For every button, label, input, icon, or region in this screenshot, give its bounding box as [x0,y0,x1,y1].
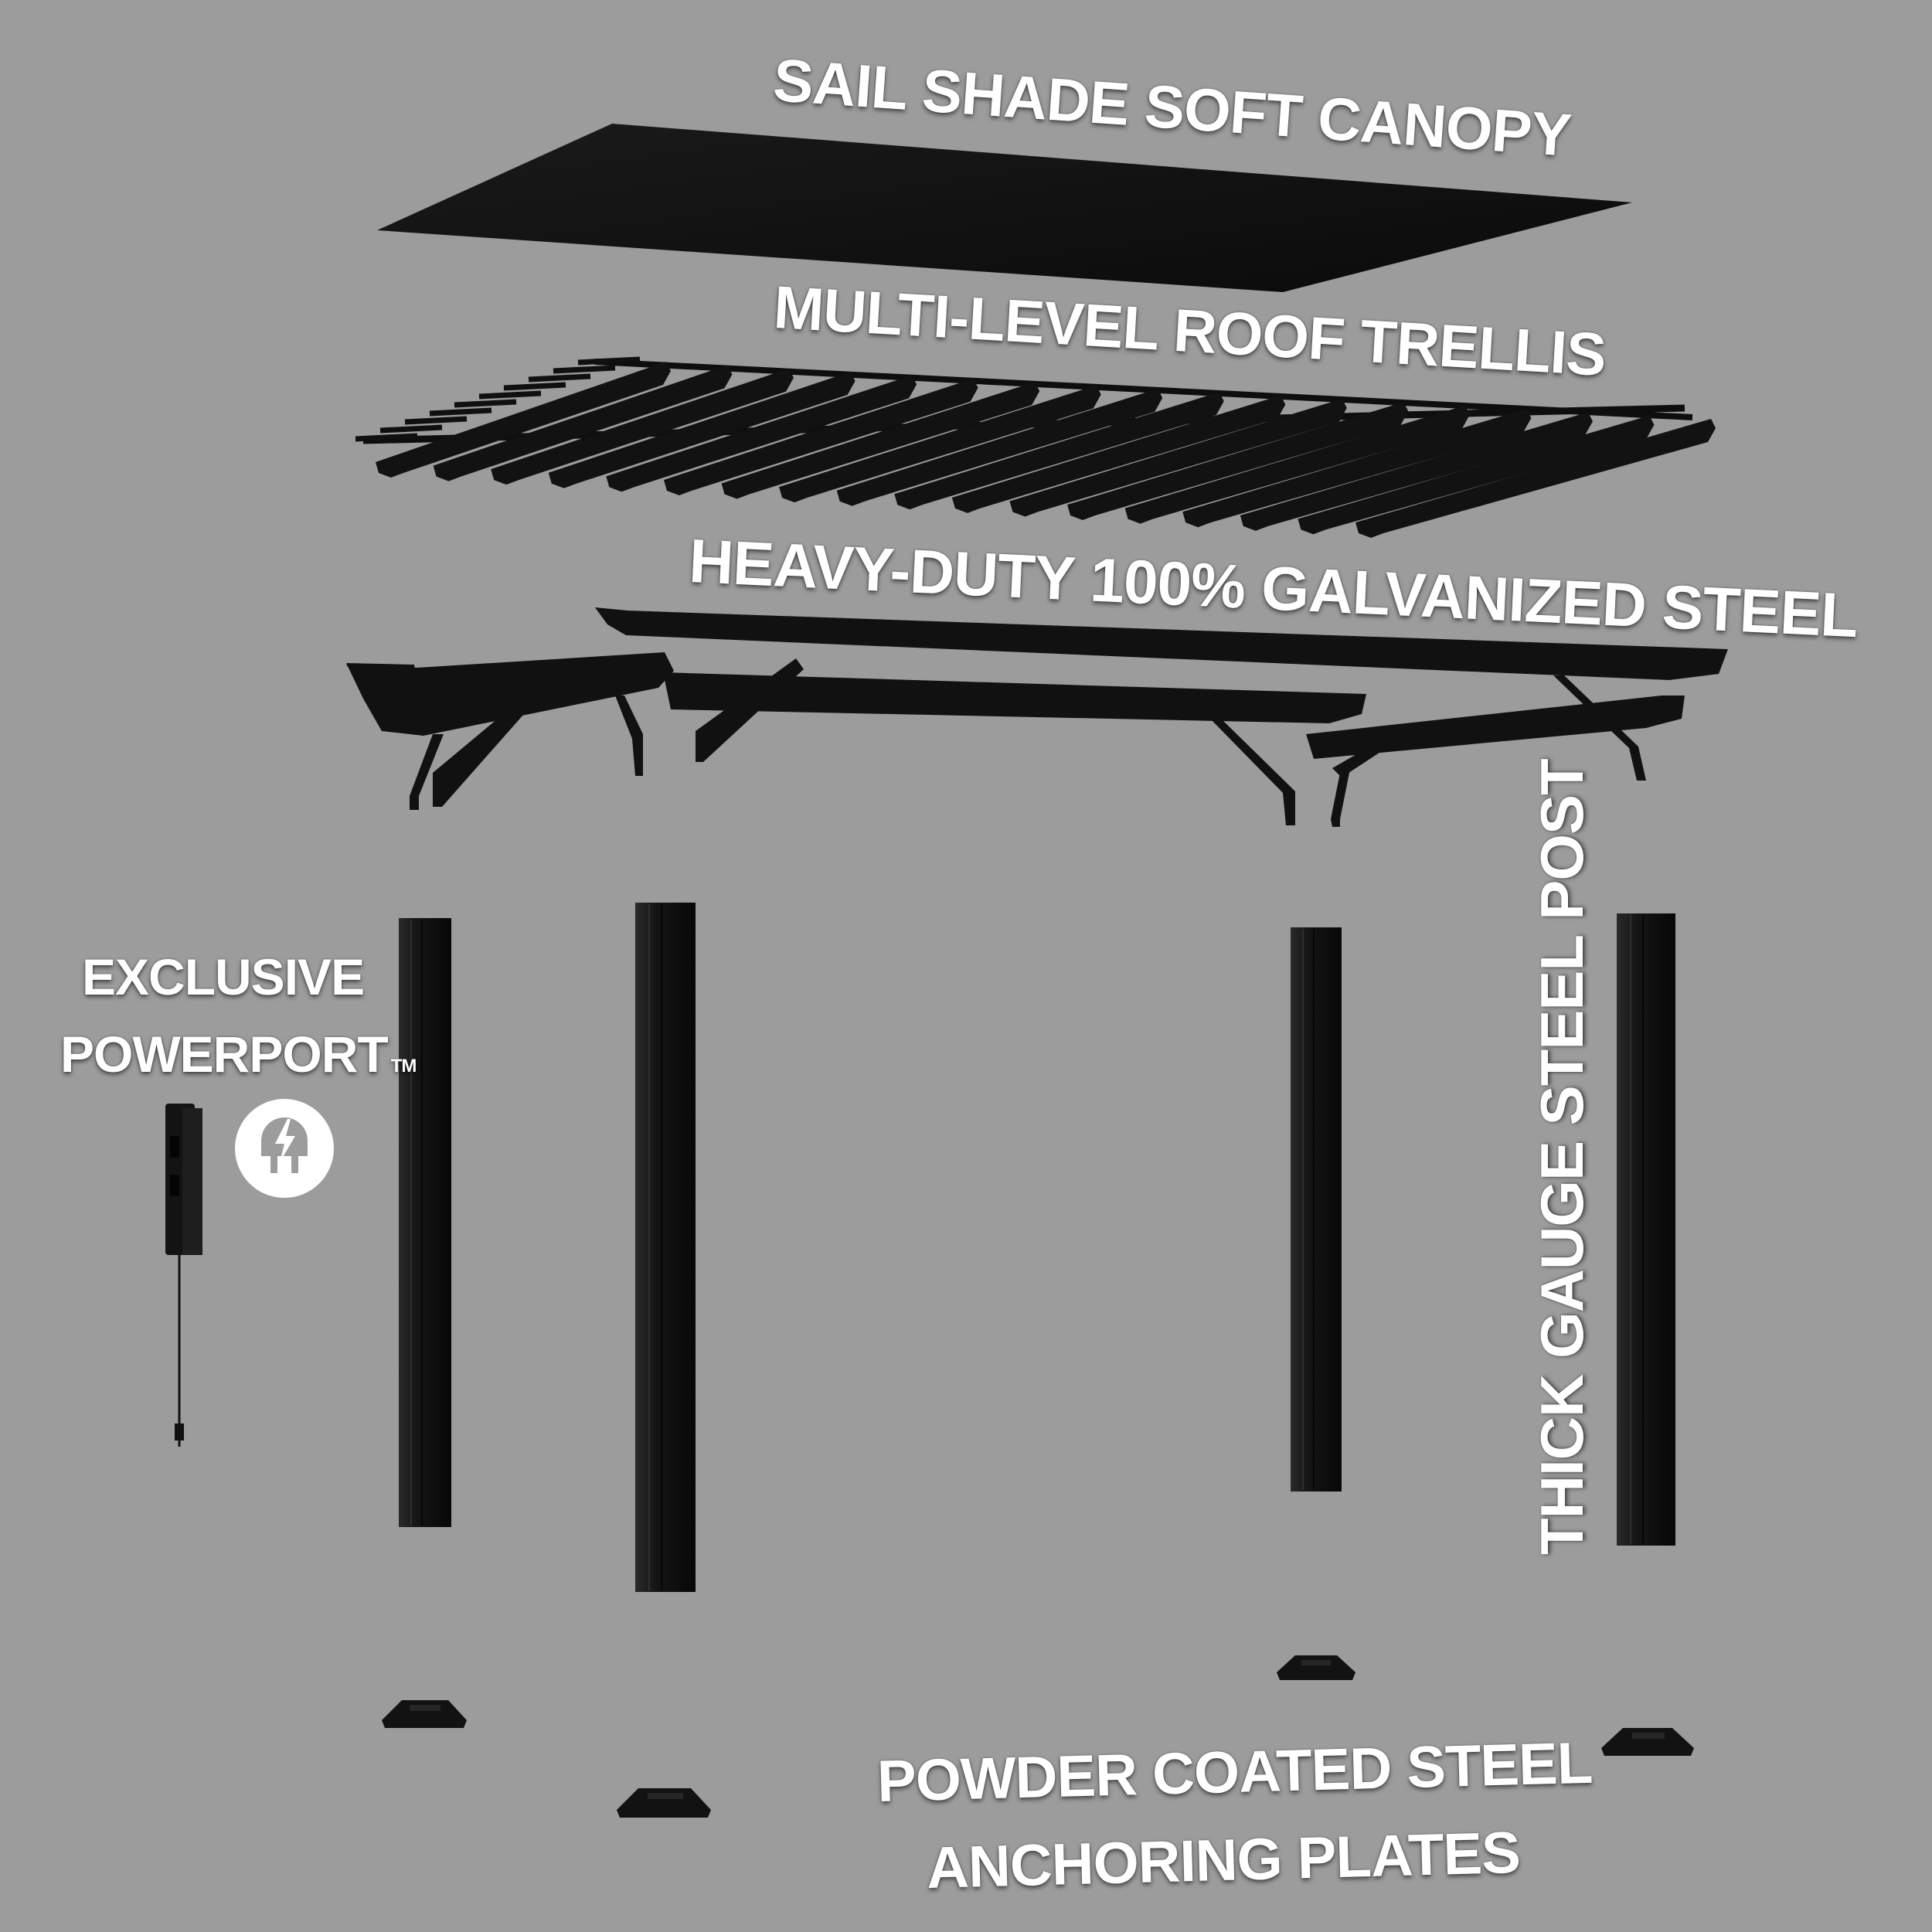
trellis-slat [548,372,855,488]
anchor-plate-1 [382,1700,467,1728]
sail-shade-canopy [377,124,1632,292]
trellis-slat [836,388,1163,506]
powerport-label-line1: EXCLUSIVE [82,948,365,1005]
trellis-rod [429,407,492,417]
trellis-slat [1009,398,1347,517]
trellis-slat [894,392,1224,510]
steel-posts [399,903,1675,1592]
powerport-device [165,1104,202,1447]
trellis-slat [1067,402,1409,521]
trellis-slat [1124,405,1470,524]
steel-frame [346,607,1728,827]
post-2 [635,903,696,1592]
trademark-mark: TM [390,1056,417,1077]
trellis-slat [1240,412,1593,531]
frame-brackets [410,658,1646,827]
post-label: THICK GAUGE STEEL POST [1528,759,1596,1555]
anchor-plate-4 [1601,1728,1694,1756]
trellis-rod [577,356,641,366]
trellis-slat [1182,408,1532,528]
trellis-rod [503,382,566,391]
trellis-slat [491,368,794,485]
post-4 [1617,913,1675,1546]
trellis-rod [454,399,517,408]
right-cross-beam [1306,696,1685,759]
trellis-slat [663,378,978,495]
roof-trellis [355,356,1716,538]
trellis-slat [433,365,733,481]
trellis-slat [1298,415,1655,535]
post-1 [399,918,451,1527]
trellis-rod [478,390,542,400]
left-cross-beam [346,652,674,736]
trellis-slats [376,362,1716,538]
trellis-rod [528,373,591,383]
trellis-rod [404,416,468,425]
trellis-slat [779,385,1101,503]
post-3 [1291,927,1342,1492]
trellis-slat [1355,419,1716,538]
trellis-slat [721,382,1040,499]
trellis-slat [606,375,917,492]
back-beam [595,607,1728,680]
anchor-plate-2 [617,1788,711,1818]
left-beam-end [346,663,423,736]
trellis-rod [379,424,443,434]
anchoring-plates [382,1655,1694,1818]
trellis-slat [376,362,671,478]
trellis-rod [553,365,616,374]
front-beam [663,672,1366,723]
trellis-slat [951,395,1286,513]
anchor-plate-3 [1277,1655,1355,1680]
trellis-rod [355,433,418,442]
trellis-rods [355,356,641,442]
power-plug-icon [235,1099,334,1198]
